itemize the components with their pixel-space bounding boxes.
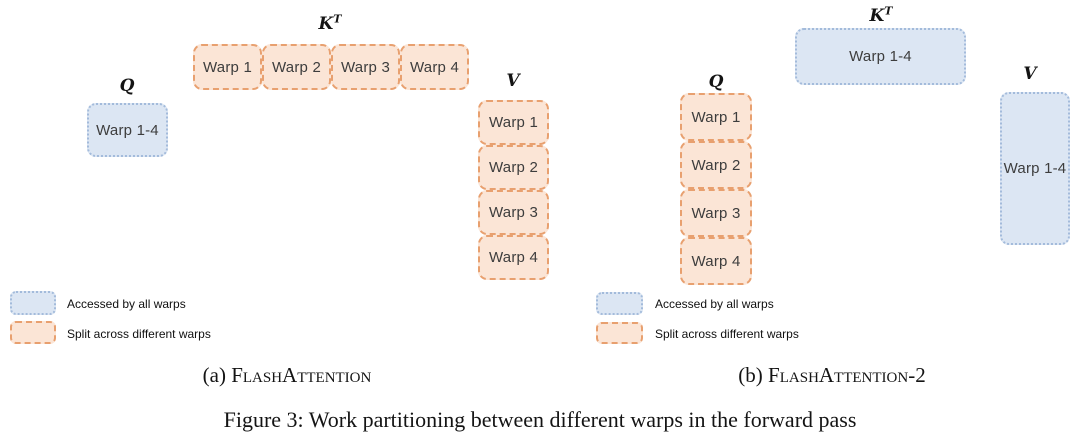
kt-base-a: K bbox=[318, 14, 334, 34]
q-warp-1-b: Warp 1 bbox=[680, 93, 752, 141]
matrix-label-v-a: V bbox=[506, 71, 520, 91]
v-warp-2-a: Warp 2 bbox=[478, 145, 549, 190]
panel-a-caption: (a) FlashAttention bbox=[137, 363, 437, 388]
legend-split-warps-swatch-b bbox=[596, 322, 643, 344]
q-warp-3-b: Warp 3 bbox=[680, 189, 752, 237]
kt-warp-2-a: Warp 2 bbox=[262, 44, 331, 90]
v-warp-4-a: Warp 4 bbox=[478, 235, 549, 280]
kt-warp-3-a: Warp 3 bbox=[331, 44, 400, 90]
matrix-label-q-b: Q bbox=[708, 72, 724, 92]
q-warp-4-b: Warp 4 bbox=[680, 237, 752, 285]
legend-all-warps-swatch-b bbox=[596, 292, 643, 315]
legend-all-warps-label-a: Accessed by all warps bbox=[67, 297, 186, 311]
kt-sup-a: T bbox=[333, 12, 342, 26]
figure-caption: Figure 3: Work partitioning between diff… bbox=[223, 407, 857, 432]
matrix-label-v-b: V bbox=[1023, 64, 1037, 84]
legend-split-warps-swatch-a bbox=[10, 321, 56, 344]
matrix-label-kt-b: KT bbox=[861, 4, 901, 26]
kt-warp-4-a: Warp 4 bbox=[400, 44, 469, 90]
panel-a-caption-prefix: (a) bbox=[202, 363, 232, 387]
legend-all-warps-swatch-a bbox=[10, 291, 56, 315]
panel-b-caption: (b) FlashAttention-2 bbox=[682, 363, 982, 388]
legend-split-warps-label-a: Split across different warps bbox=[67, 327, 211, 341]
panel-b-caption-prefix: (b) bbox=[738, 363, 769, 387]
q-block-all-warps-a: Warp 1-4 bbox=[87, 103, 168, 157]
matrix-label-q-a: Q bbox=[119, 76, 135, 96]
matrix-label-kt-a: KT bbox=[310, 12, 350, 34]
kt-warp-1-a: Warp 1 bbox=[193, 44, 262, 90]
v-warp-3-a: Warp 3 bbox=[478, 190, 549, 235]
kt-base-b: K bbox=[869, 6, 885, 26]
v-block-all-warps-b: Warp 1-4 bbox=[1000, 92, 1070, 245]
legend-split-warps-label-b: Split across different warps bbox=[655, 327, 799, 341]
kt-sup-b: T bbox=[884, 4, 893, 18]
panel-b-caption-name: FlashAttention-2 bbox=[768, 363, 926, 387]
kt-block-all-warps-b: Warp 1-4 bbox=[795, 28, 966, 85]
v-warp-1-a: Warp 1 bbox=[478, 100, 549, 145]
panel-a-caption-name: FlashAttention bbox=[231, 363, 372, 387]
q-warp-2-b: Warp 2 bbox=[680, 141, 752, 189]
legend-all-warps-label-b: Accessed by all warps bbox=[655, 297, 774, 311]
